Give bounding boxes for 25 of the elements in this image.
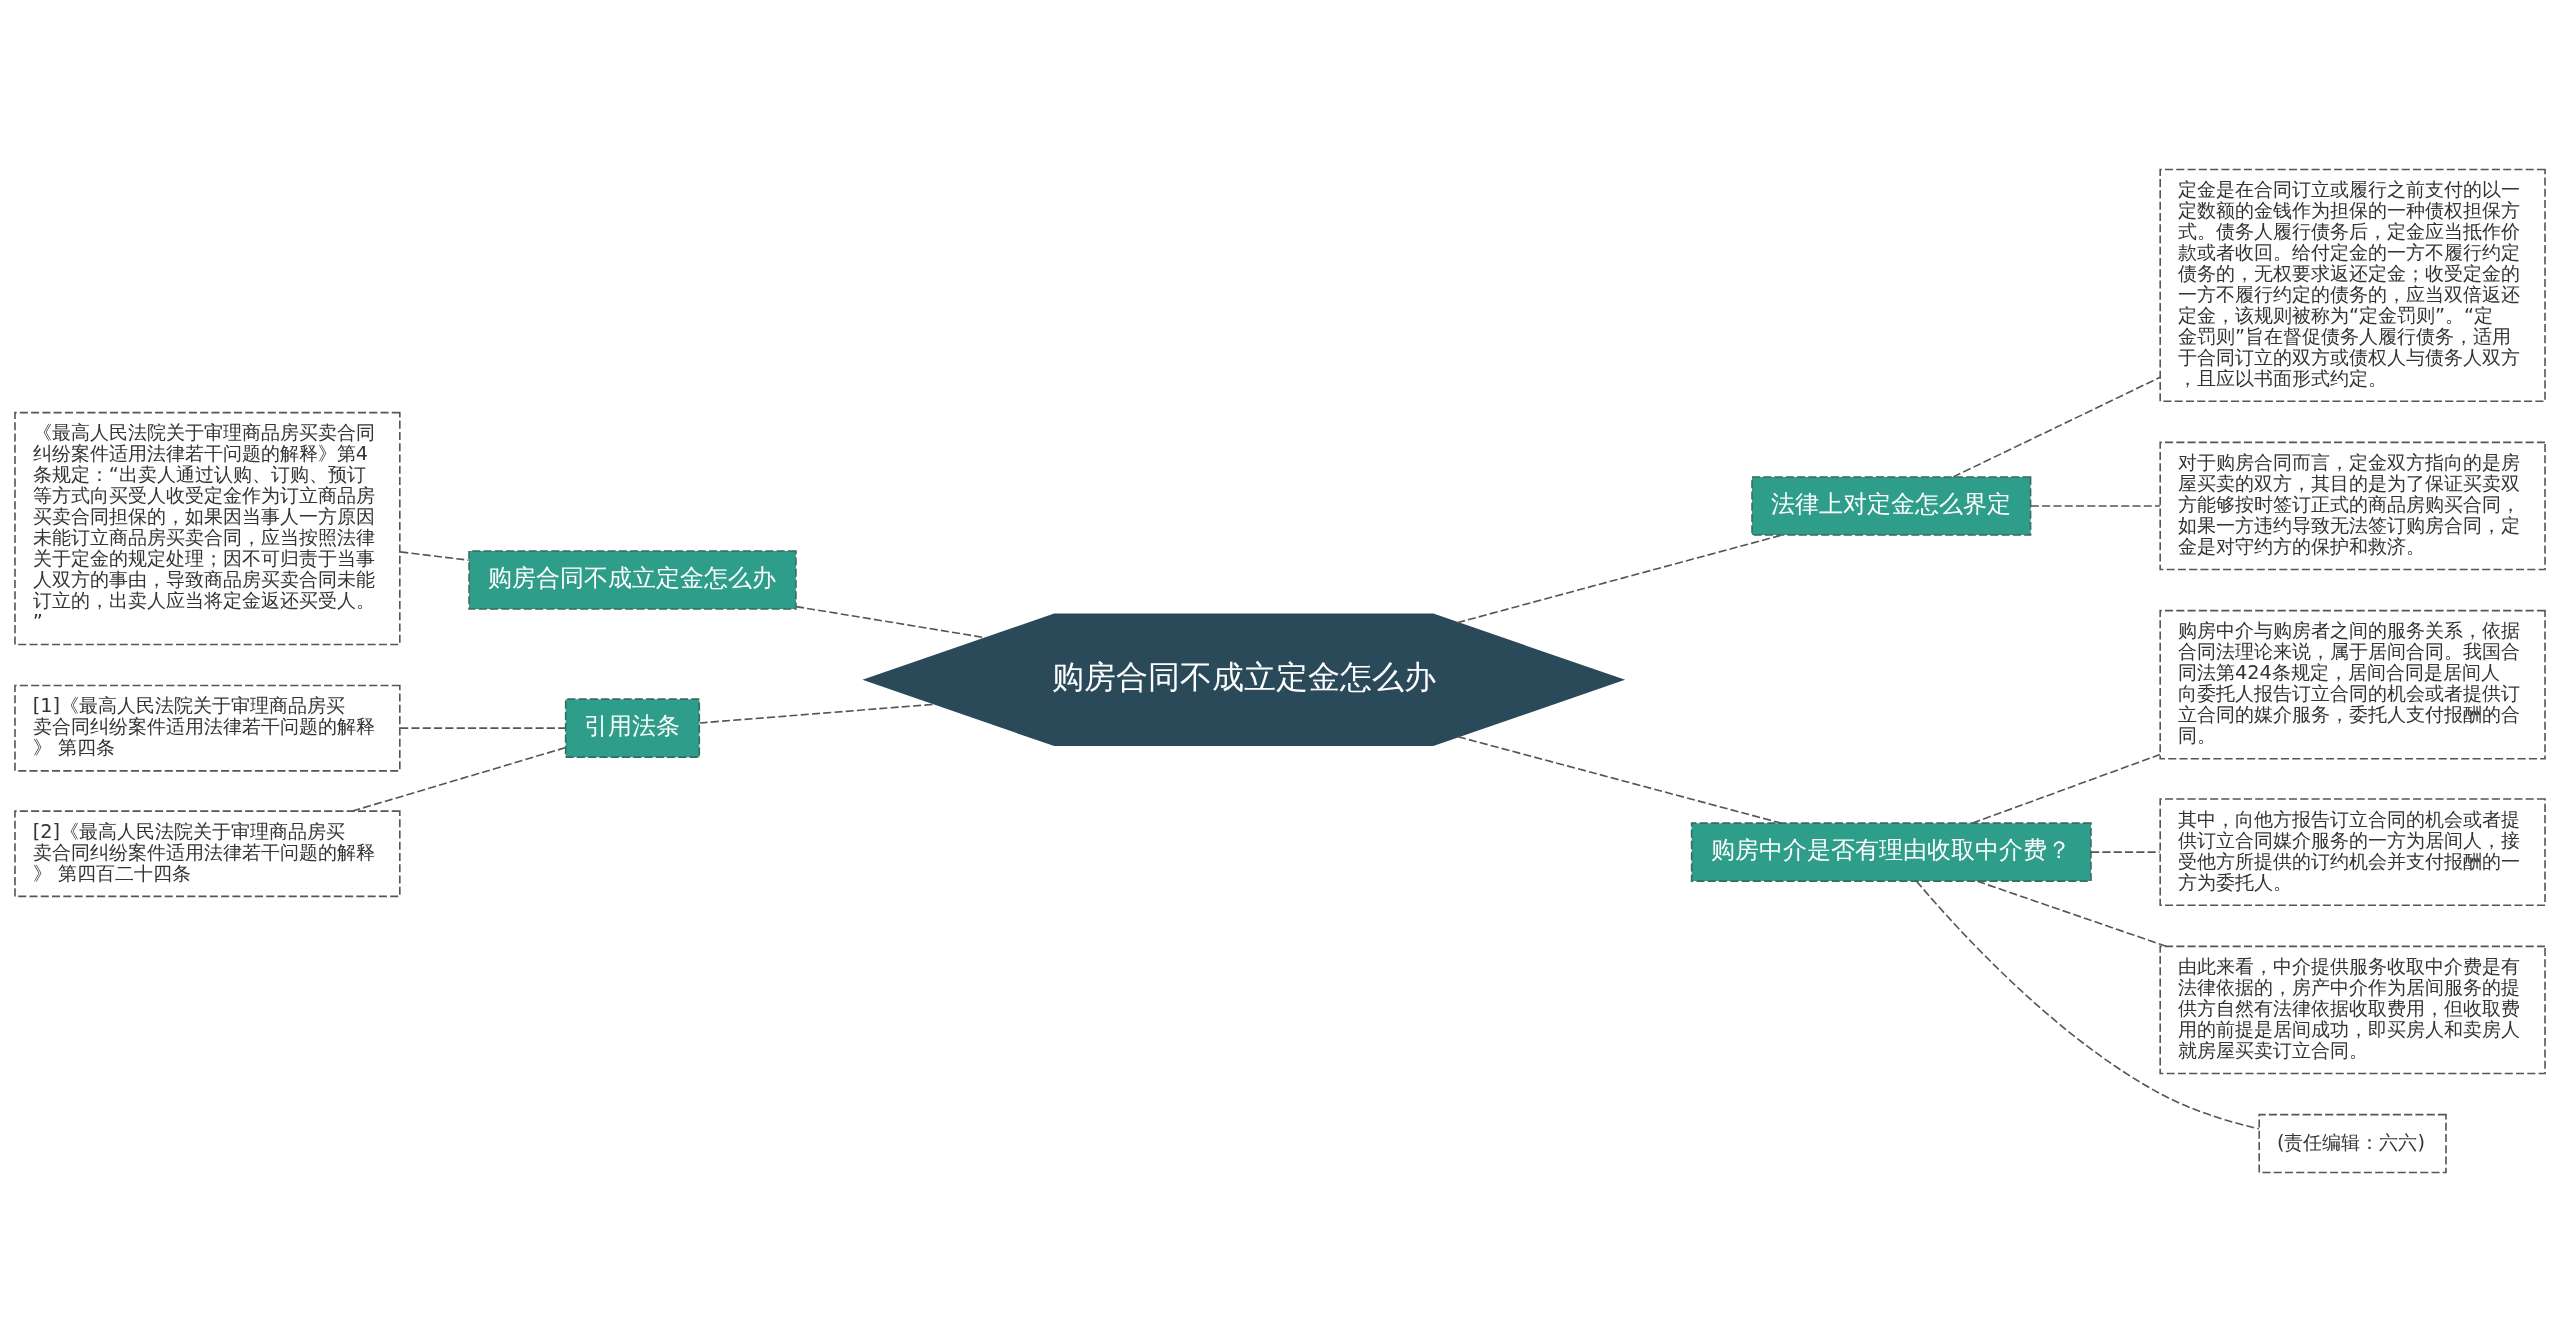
connector — [2090, 850, 2161, 853]
connector — [1976, 879, 2168, 947]
node-box: [1]《最高人民法院关于审理商品房买卖合同纠纷案件适用法律若干问题的解释》 第四条 — [14, 684, 401, 772]
node-box: 购房合同不成立定金怎么办 — [468, 549, 797, 610]
connector — [2030, 504, 2161, 507]
node-box: 《最高人民法院关于审理商品房买卖合同纠纷案件适用法律若干问题的解释》第4条规定：“出卖人通过认购、订购、预订等方式向买受人收受定金作为订立商品房买卖合同担保的，如果因当事人一方原因未能订立商品房买卖合同，应当按照法律关于定金的规定处理；因不可归责于当事人双方的事由，导致商品房买卖合同未能订立的，出卖人应当将定金返还买受人。” — [14, 411, 401, 645]
connector — [1457, 735, 1782, 824]
node-box: 法律上对定金怎么界定 — [1751, 475, 2032, 536]
node-box: 其中，向他方报告订立合同的机会或者提供订立合同媒介服务的一方为居间人，接受他方所提供的订约机会并支付报酬的一方为委托人。 — [2159, 797, 2546, 906]
node-box: 由此来看，中介提供服务收取中介费是有法律依据的，房产中介作为居间服务的提供方自然有法律依据收取费用，但收取费用的前提是居间成功，即买房人和卖房人就房屋买卖订立合同。 — [2159, 945, 2546, 1074]
node-box: 对于购房合同而言，定金双方指向的是房屋买卖的双方，其目的是为了保证买卖双方能够按时签订正式的商品房购买合同，如果一方违约导致无法签订购房合同，定金是对守约方的保护和救济。 — [2159, 441, 2546, 570]
connector — [351, 746, 566, 812]
connector — [1952, 376, 2161, 478]
node-box: 引用法条 — [564, 697, 701, 758]
connector — [1971, 753, 2161, 824]
node-box: [2]《最高人民法院关于审理商品房买卖合同纠纷案件适用法律若干问题的解释》 第四百二十四条 — [14, 809, 401, 897]
connector — [399, 550, 470, 561]
connector — [399, 726, 567, 729]
node-box: (责任编辑：六六) — [2258, 1113, 2447, 1173]
node-box: 购房中介与购房者之间的服务关系，依据合同法理论来说，属于居间合同。我国合同法第424条规定，居间合同是居间人向委托人报告订立合同的机会或者提供订立合同的媒介服务，委托人支付报酬的合同。 — [2159, 609, 2546, 760]
node-box: 购房中介是否有理由收取中介费？ — [1690, 821, 2092, 882]
node-box: 定金是在合同订立或履行之前支付的以一定数额的金钱作为担保的一种债权担保方式。债务人履行债务后，定金应当抵作价款或者收回。给付定金的一方不履行约定债务的，无权要求返还定金；收受定金的一方不履行约定的债务的，应当双倍返还定金，该规则被称为“定金罚则”。“定金罚则”旨在督促债务人履行债务，适用于合同订立的双方或债权人与债务人双方，且应以书面形式约定。 — [2159, 168, 2546, 402]
connector — [1915, 879, 2260, 1130]
connector — [795, 605, 987, 639]
connector — [1456, 533, 1783, 623]
